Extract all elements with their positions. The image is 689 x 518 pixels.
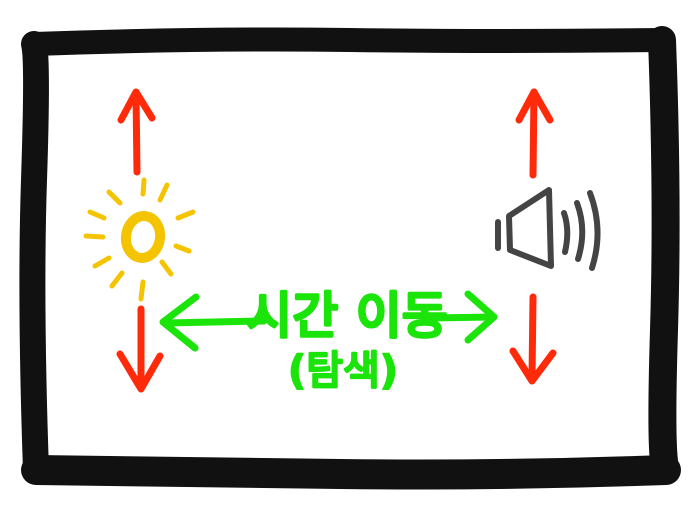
screen-frame	[19, 26, 681, 490]
brightness-down-arrow	[116, 305, 164, 393]
frame-left-edge	[19, 31, 49, 483]
seek-forward-arrow	[428, 290, 498, 344]
seek-backward-arrow	[159, 293, 268, 352]
speaker-icon	[495, 187, 601, 271]
brightness-up-arrow	[117, 88, 156, 176]
frame-top-edge	[22, 27, 674, 56]
seek-label: 시간 이동	[246, 287, 447, 345]
seek-sublabel: (탐색)	[288, 348, 398, 394]
frame-right-edge	[648, 26, 680, 484]
volume-up-arrow	[515, 88, 554, 179]
sun-icon	[83, 177, 196, 302]
volume-down-arrow	[509, 293, 557, 385]
frame-bottom-edge	[21, 455, 681, 490]
